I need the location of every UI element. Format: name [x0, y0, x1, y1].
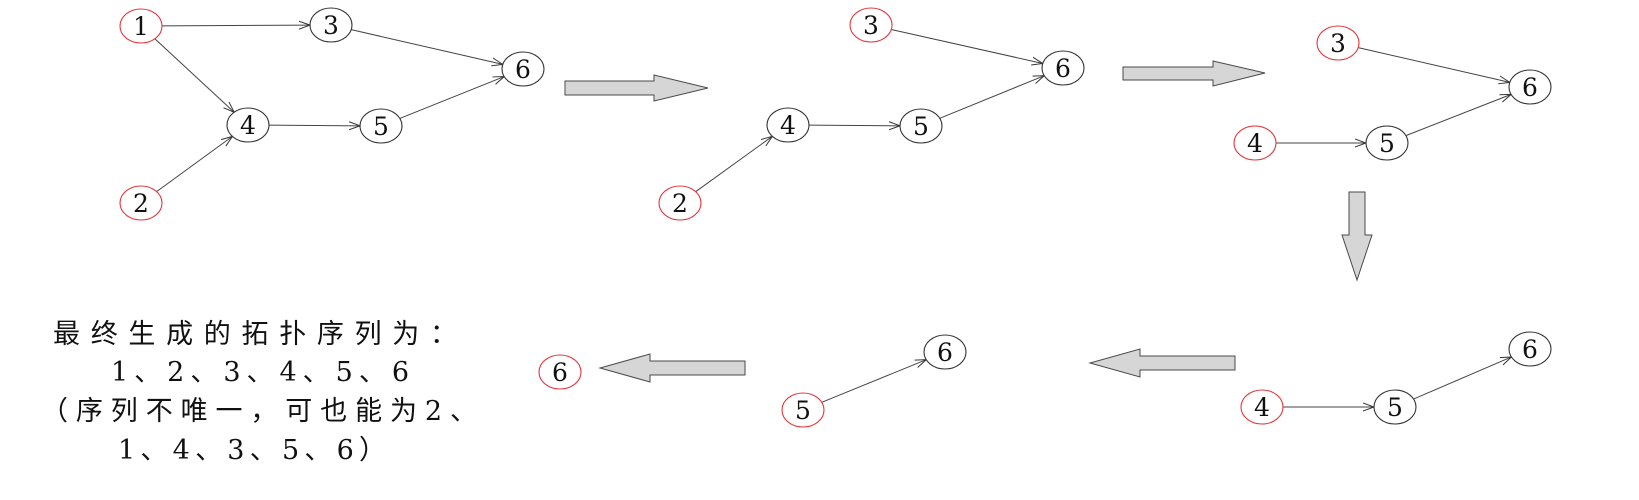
step-3-node: 4 [1233, 125, 1277, 161]
edges-layer [154, 25, 1512, 407]
svg-text:5: 5 [373, 112, 389, 141]
step-2-node: 4 [766, 107, 810, 143]
step-1-node: 4 [226, 107, 270, 143]
step-5-node: 5 [781, 392, 825, 428]
step-4-node: 6 [1508, 331, 1552, 367]
step-2-node: 5 [899, 108, 943, 144]
step-1-node: 2 [119, 185, 163, 221]
step-3-edge-3-to-6 [1358, 47, 1510, 83]
step-1-edge-2-to-4 [156, 136, 233, 193]
transition-arrow-left-1 [1088, 348, 1236, 378]
step-2-edge-3-to-6 [891, 29, 1043, 64]
step-3-node: 5 [1365, 125, 1409, 161]
result-text-line-4: 1、4、3、5、6） [118, 435, 386, 466]
step-4-node: 4 [1240, 389, 1284, 425]
svg-text:4: 4 [1247, 129, 1263, 158]
step-3-node: 6 [1508, 69, 1552, 105]
svg-text:3: 3 [863, 11, 879, 40]
step-2-node: 6 [1041, 50, 1085, 86]
step-1-node: 1 [119, 8, 163, 44]
step-6-graph: 6 [538, 354, 582, 390]
step-2-edge-5-to-6 [939, 76, 1045, 119]
step-5-node: 6 [923, 334, 967, 370]
step-2-edge-2-to-4 [695, 136, 773, 193]
step-1-node: 6 [501, 51, 545, 87]
result-text-block: 最终生成的拓扑序列为： 1、2、3、4、5、6 （序列不唯一，可也能为2、 1、… [41, 319, 477, 466]
transition-arrow-left-2 [598, 353, 746, 383]
step-2-node: 3 [849, 7, 893, 43]
svg-text:4: 4 [780, 111, 796, 140]
step-4-edge-5-to-6 [1413, 357, 1512, 400]
svg-text:6: 6 [1055, 54, 1071, 83]
transition-arrow-right-1 [564, 74, 709, 102]
result-text-line-1: 最终生成的拓扑序列为： [53, 319, 457, 350]
svg-text:2: 2 [672, 189, 688, 218]
transition-arrow-right-2 [1122, 60, 1266, 87]
svg-text:6: 6 [937, 338, 953, 367]
step-1-node: 3 [309, 7, 353, 43]
step-3-graph: 3 6 4 5 [1233, 25, 1552, 161]
svg-text:2: 2 [133, 189, 149, 218]
step-2-node: 2 [658, 185, 702, 221]
svg-text:5: 5 [913, 112, 929, 141]
step-4-graph: 6 4 5 [1240, 331, 1552, 425]
transition-arrow-down [1341, 191, 1373, 282]
step-6-node: 6 [538, 354, 582, 390]
result-text-line-3: （序列不唯一，可也能为2、 [41, 396, 477, 427]
svg-text:5: 5 [1379, 129, 1395, 158]
step-5-edge-5-to-6 [821, 360, 927, 403]
step-2-edge-4-to-5 [808, 125, 900, 126]
svg-text:4: 4 [1254, 393, 1270, 422]
svg-text:5: 5 [795, 396, 811, 425]
step-2-graph: 3 6 4 5 2 [658, 7, 1085, 221]
svg-text:6: 6 [552, 358, 568, 387]
svg-text:3: 3 [1330, 29, 1346, 58]
svg-text:5: 5 [1387, 393, 1403, 422]
result-text-line-2: 1、2、3、4、5、6 [111, 357, 409, 388]
step-4-node: 5 [1373, 389, 1417, 425]
step-5-graph: 6 5 [781, 334, 967, 428]
step-3-edge-5-to-6 [1405, 94, 1511, 137]
step-1-edge-3-to-6 [351, 29, 503, 65]
svg-text:4: 4 [240, 111, 256, 140]
svg-text:1: 1 [133, 12, 149, 41]
svg-text:6: 6 [1522, 335, 1538, 364]
step-1-edge-5-to-6 [399, 77, 504, 119]
svg-text:6: 6 [1522, 73, 1538, 102]
step-1-node: 5 [359, 108, 403, 144]
step-1-edge-4-to-5 [268, 125, 360, 126]
step-1-graph: 1 3 6 4 5 2 [119, 7, 545, 221]
svg-text:6: 6 [515, 55, 531, 84]
svg-text:3: 3 [323, 11, 339, 40]
step-3-node: 3 [1316, 25, 1360, 61]
step-1-edge-1-to-4 [154, 38, 234, 112]
step-1-edge-1-to-3 [161, 25, 310, 26]
